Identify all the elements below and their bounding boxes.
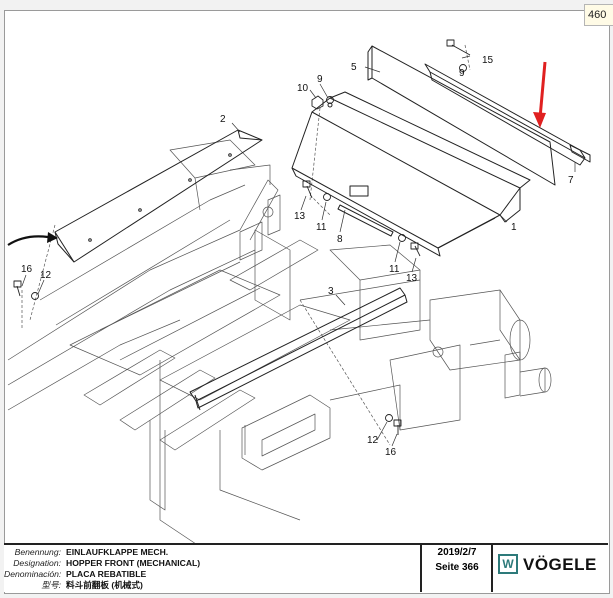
- callout-11-left: 11: [316, 222, 327, 233]
- title-row-designation: Designation: HOPPER FRONT (MECHANICAL): [4, 558, 424, 569]
- callout-9-top: 9: [317, 74, 323, 85]
- title-value: PLACA REBATIBLE: [66, 569, 147, 579]
- title-row-denominacion: Denominación: PLACA REBATIBLE: [4, 569, 424, 580]
- callout-12-bottom: 12: [367, 435, 379, 446]
- callout-16-left: 16: [21, 264, 33, 275]
- callout-15: 15: [482, 55, 494, 66]
- page-number-badge: 460: [584, 4, 613, 26]
- callout-16-bottom: 16: [385, 447, 397, 458]
- callout-labels: 1 2 3 5 7 8 9 9 10 11 11 12 12 13 13 15 …: [21, 55, 574, 458]
- fasteners: [13, 39, 471, 435]
- part-1-hopper-cover: [291, 91, 531, 257]
- drawing-date: 2019/2/7: [437, 547, 477, 558]
- title-label: Benennung:: [14, 547, 61, 557]
- callout-5: 5: [351, 62, 357, 73]
- part-8-rod: [337, 204, 394, 237]
- callout-8: 8: [337, 234, 343, 245]
- title-value: 料斗前翻板 (机械式): [66, 580, 143, 590]
- drawing-page: Seite 366: [435, 562, 479, 573]
- title-label: 型号:: [41, 580, 61, 590]
- black-pointer-arrow: [7, 235, 49, 246]
- callout-13-right: 13: [406, 273, 418, 284]
- drawing-sheet: [4, 10, 610, 594]
- title-block: Benennung: EINLAUFKLAPPE MECH. Designati…: [4, 543, 608, 592]
- callout-13-left: 13: [294, 211, 306, 222]
- callout-3: 3: [328, 286, 334, 297]
- part-5-side-plate: [367, 45, 556, 186]
- callout-1: 1: [511, 222, 517, 233]
- callout-10: 10: [297, 83, 309, 94]
- callout-11-right: 11: [389, 264, 400, 275]
- title-label: Denominación:: [4, 569, 62, 579]
- part-7-hinge-rail: [424, 63, 591, 166]
- callout-9-right: 9: [459, 68, 465, 79]
- leader-lines: [21, 55, 576, 447]
- hopper-frame: [7, 44, 552, 561]
- callout-7: 7: [568, 175, 574, 186]
- brand-name: VÖGELE: [523, 555, 597, 574]
- part-3-long-bar: [189, 287, 408, 411]
- callout-2: 2: [220, 114, 226, 125]
- title-row-model: 型号: 料斗前翻板 (机械式): [4, 580, 424, 591]
- red-pointer-arrow: [533, 61, 547, 128]
- part-2-strip-plate: [54, 129, 263, 263]
- title-label: Designation:: [13, 558, 61, 568]
- brand-logo-icon: W: [498, 554, 518, 574]
- title-divider: [491, 545, 493, 592]
- callout-12-left: 12: [40, 270, 52, 281]
- title-value: EINLAUFKLAPPE MECH.: [66, 547, 169, 557]
- title-row-benennung: Benennung: EINLAUFKLAPPE MECH.: [4, 547, 424, 558]
- title-value: HOPPER FRONT (MECHANICAL): [66, 558, 201, 568]
- title-divider: [420, 545, 422, 592]
